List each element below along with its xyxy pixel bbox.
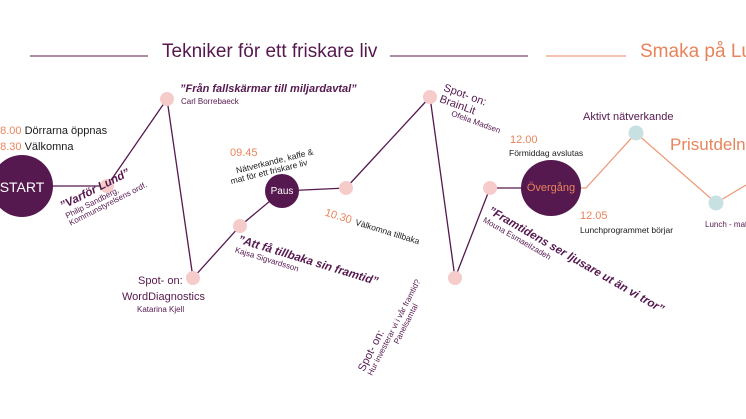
timeline-dot-worddiagnostics: [186, 271, 200, 285]
networking-label: Aktivt nätverkande: [583, 111, 674, 123]
section-title-right: Smaka på Lund: [640, 41, 746, 62]
ends-label: Förmiddag avslutas: [509, 148, 584, 158]
lunch-food-label: Lunch - mat: [705, 220, 746, 229]
timeline-dot-invest: [448, 271, 462, 285]
pause-label: Paus: [270, 186, 294, 197]
start-label: START: [0, 179, 45, 195]
timeline-dot-networking: [628, 125, 644, 141]
section-title-left: Tekniker för ett friskare liv: [162, 41, 378, 62]
lunch-label: Lunchprogrammet börjar: [580, 225, 674, 235]
parachutes-speaker: Carl Borrebaeck: [181, 97, 239, 106]
timeline-dot-future: [233, 219, 247, 233]
welcome-time: 08.30: [0, 141, 22, 153]
wd-speaker: Katarina Kjell: [137, 305, 185, 314]
pause-node: [265, 174, 299, 208]
timeline-dot-brainlit: [423, 90, 437, 104]
lunch-time: 12.05: [580, 210, 608, 222]
timeline-dot-why-lund: [100, 179, 114, 193]
welcome-row: 08.30 Välkomna: [0, 141, 74, 153]
start-node: [0, 155, 53, 217]
transition-node: [521, 160, 581, 216]
prize-label: Prisutdelning: [670, 135, 746, 154]
opening-label: Dörrarna öppnas: [24, 125, 108, 137]
pause-time: 09.45: [230, 147, 258, 159]
timeline-dot-brighter: [483, 181, 497, 195]
opening-time: 08.00: [0, 125, 22, 137]
welcome-label: Välkomna: [24, 141, 74, 153]
timeline-dot-parachutes: [160, 92, 174, 106]
parachutes-title: ”Från fallskärmar till miljardavtal”: [180, 83, 357, 95]
timeline-dot-back: [339, 181, 353, 195]
timeline-dot-lunch: [708, 195, 724, 211]
wd-line-2: WordDiagnostics: [122, 291, 205, 303]
ends-time: 12.00: [510, 134, 538, 146]
wd-line-1: Spot- on:: [138, 275, 183, 287]
transition-label: Övergång: [526, 182, 576, 194]
opening-row: 08.00 Dörrarna öppnas: [0, 125, 107, 137]
